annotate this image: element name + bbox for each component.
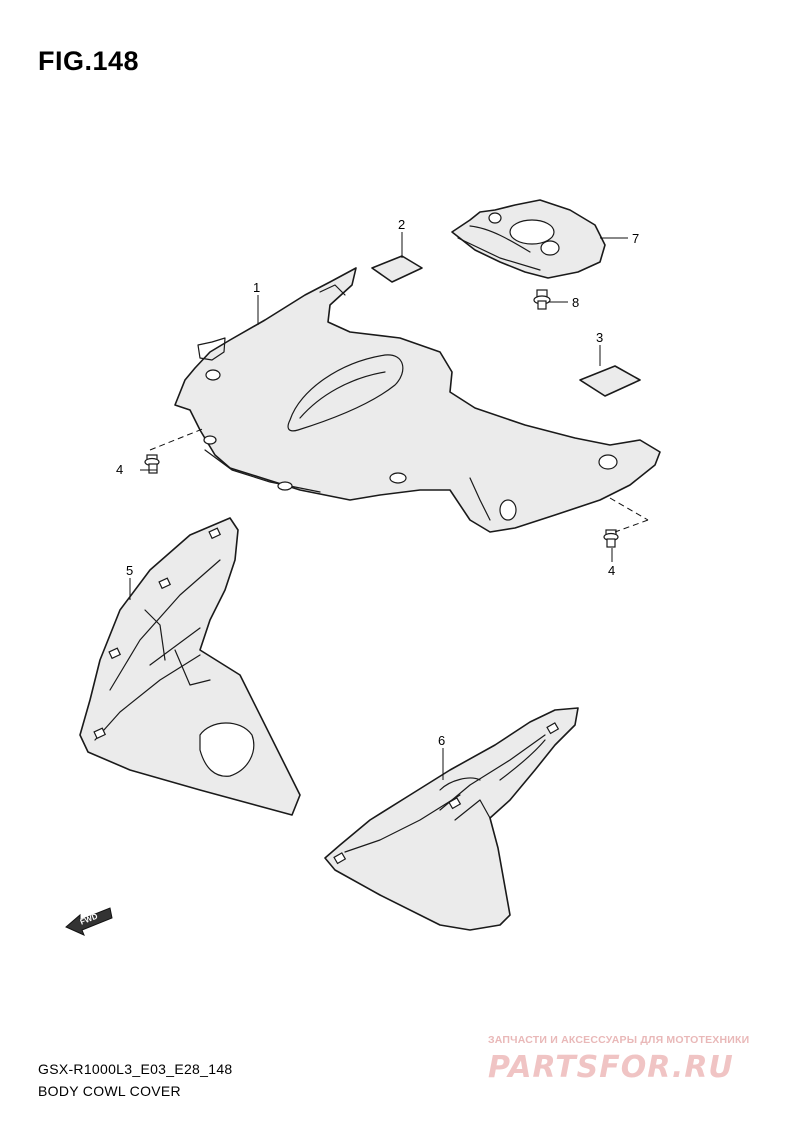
- callout-numbers: 1 2 3 4 4 5 6 7 8: [116, 217, 639, 748]
- upper-cover-part-7: [451, 199, 606, 279]
- side-panel-part-6: [324, 707, 579, 931]
- callout-8: 8: [572, 295, 579, 310]
- body-cowl-cover-part: [174, 267, 661, 533]
- callout-6: 6: [438, 733, 445, 748]
- fwd-arrow-icon: FWD: [65, 907, 113, 936]
- watermark-logo: PARTSFOR.RU: [488, 1050, 734, 1085]
- callout-5: 5: [126, 563, 133, 578]
- leader-lines: [129, 232, 649, 780]
- fastener-part-4-right: [603, 529, 619, 548]
- callout-3: 3: [596, 330, 603, 345]
- callout-1: 1: [253, 280, 260, 295]
- diagram-name: BODY COWL COVER: [38, 1083, 181, 1099]
- callout-4-left: 4: [116, 462, 123, 477]
- pad-part-2: [371, 255, 423, 283]
- callout-2: 2: [398, 217, 405, 232]
- side-panel-part-5: [79, 517, 301, 816]
- screw-part-8: [533, 289, 551, 310]
- callout-7: 7: [632, 231, 639, 246]
- figure-title: FIG.148: [38, 46, 140, 76]
- watermark-tagline: ЗАПЧАСТИ И АКСЕССУАРЫ ДЛЯ МОТОТЕХНИКИ: [488, 1034, 750, 1046]
- fastener-part-4-left: [144, 454, 160, 474]
- callout-4-right: 4: [608, 563, 615, 578]
- pad-part-3: [579, 365, 641, 397]
- diagram-code: GSX-R1000L3_E03_E28_148: [38, 1061, 233, 1077]
